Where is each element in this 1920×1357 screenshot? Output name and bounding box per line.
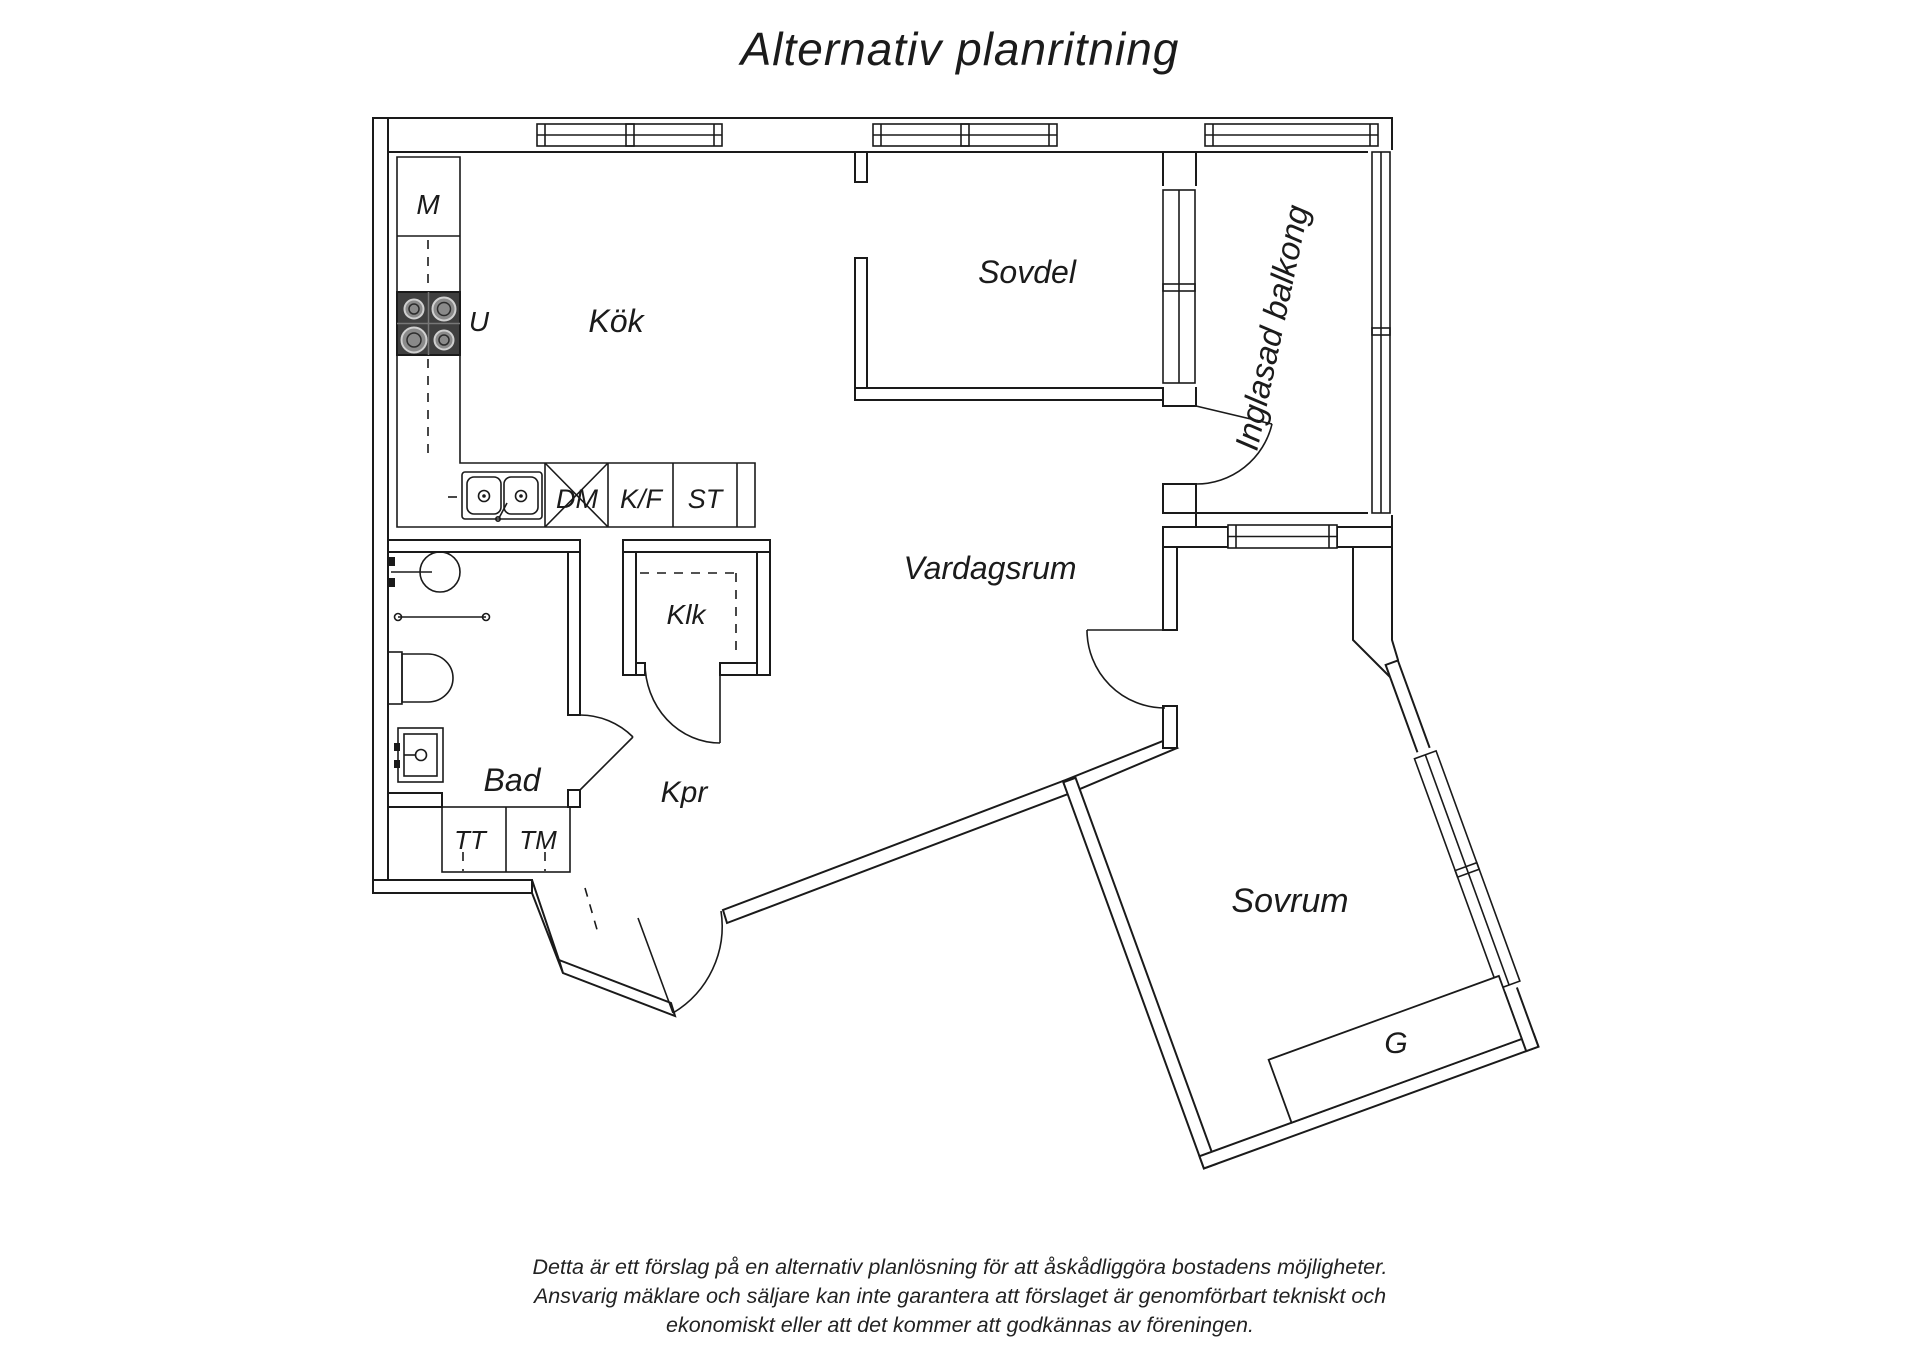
disclaimer-line-3: ekonomiskt eller att det kommer att godk… (666, 1313, 1254, 1337)
bathroom-fixtures (387, 551, 571, 873)
wall-sovdel-stub (854, 151, 868, 183)
klk-shelf-dashes (640, 572, 737, 658)
page-title: Alternativ planritning (740, 23, 1180, 75)
label-washing-machine: TM (519, 825, 557, 855)
wall-bedroom-east-upper (1384, 659, 1433, 759)
bedroom-hall-door (1086, 629, 1166, 709)
wall-east-entry (1352, 546, 1400, 679)
label-fridge-freezer: K/F (620, 484, 664, 514)
label-oven: U (469, 306, 490, 337)
label-dryer: TT (454, 825, 488, 855)
windows (534, 119, 1394, 552)
dishwasher-cross-icon (544, 462, 609, 528)
toilet-icon (387, 651, 454, 705)
sink-icon (461, 471, 543, 522)
interior-walls (387, 151, 1164, 808)
label-living-room: Vardagsrum (903, 550, 1076, 586)
disclaimer-line-1: Detta är ett förslag på en alternativ pl… (532, 1255, 1388, 1279)
label-closet: Klk (667, 599, 708, 630)
sovdel-balcony-window (1160, 186, 1199, 387)
wall-balcony-left-top (1162, 151, 1197, 189)
wall-klk-west (622, 551, 637, 676)
towel-rail-icon (393, 612, 491, 622)
doors (579, 405, 1273, 1014)
balcony-door (1195, 405, 1273, 485)
label-hallway: Kpr (661, 776, 709, 809)
washbasin-icon (394, 727, 444, 783)
wall-sovdel-south (854, 387, 1164, 401)
wall-diagonal-corridor (1061, 739, 1180, 796)
wall-diagonal-to-bedroom (721, 779, 1070, 925)
wall-klk-south-right (719, 662, 758, 676)
entry-window (1227, 521, 1338, 552)
wall-bad-south (387, 792, 443, 808)
wall-bedroom-west (1062, 776, 1218, 1170)
sovdel-window (870, 119, 1060, 151)
wall-entry-north-left (1162, 526, 1229, 548)
wall-bad-north (387, 539, 581, 553)
label-wardrobe: G (1384, 1027, 1407, 1060)
wall-entry-lower-diagonal (557, 958, 677, 1018)
balcony-top-window (1202, 119, 1380, 151)
bedroom-window (1409, 745, 1525, 995)
label-sleeping-area: Sovdel (978, 254, 1077, 290)
wall-bad-east-upper (567, 551, 581, 716)
label-kitchen: Kök (588, 303, 645, 339)
entrance-threshold (584, 887, 599, 934)
wall-klk-east (756, 551, 771, 676)
kitchen-counter (396, 156, 756, 528)
kitchen-window (534, 119, 725, 151)
wall-west (372, 117, 389, 894)
label-bathroom: Bad (484, 762, 542, 798)
disclaimer-line-2: Ansvarig mäklare och säljare kan inte ga… (533, 1284, 1387, 1308)
wall-balcony-left-mid (1162, 384, 1197, 407)
wall-bad-east-lower (567, 789, 581, 808)
shower-icon (389, 551, 461, 593)
bathroom-door (579, 714, 634, 791)
wall-klk-north (622, 539, 771, 553)
label-microwave: M (416, 189, 440, 220)
entrance-door (584, 887, 723, 1014)
wall-entry-north-right (1336, 526, 1393, 548)
bedroom-wing (1062, 659, 1540, 1170)
label-storage: ST (688, 484, 725, 514)
wardrobe-box (1267, 974, 1523, 1124)
label-dishwasher: DM (556, 484, 598, 514)
room-labels: M U Kök Sovdel Inglasad balkong DM K/F S… (416, 189, 1407, 1060)
wall-south-west (372, 879, 533, 894)
wall-corridor-west-lower (1162, 705, 1178, 749)
label-bedroom: Sovrum (1231, 882, 1348, 920)
stove-icon (396, 291, 461, 356)
disclaimer-text: Detta är ett förslag på en alternativ pl… (0, 1253, 1920, 1340)
wall-sovdel-west (854, 257, 868, 401)
wall-corridor-west-upper (1162, 546, 1178, 631)
wall-klk-south-left (635, 662, 646, 676)
klk-door (644, 662, 721, 744)
label-glazed-balcony: Inglasad balkong (1228, 201, 1316, 453)
kitchen-fixtures (396, 156, 756, 528)
balcony-side-glazing (1368, 150, 1394, 515)
laundry-appliances (441, 806, 571, 873)
wall-balcony-left-bottom (1162, 483, 1197, 514)
